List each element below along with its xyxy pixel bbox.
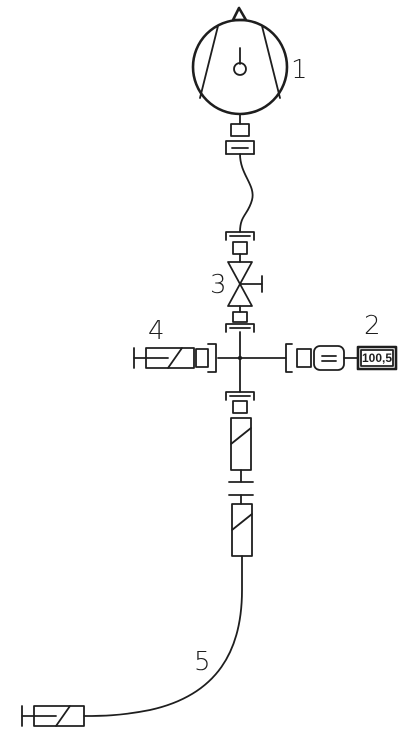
gauge-readout: 100,5 [362,351,392,365]
valve-label: 3 [210,270,227,300]
pump-coupling [225,113,255,155]
valve-symbol [225,231,263,333]
upper-hose [239,153,254,233]
hose-label: 5 [194,647,211,677]
end-fitting [21,705,85,727]
tee-junction [217,331,287,393]
pump-label: 1 [291,55,308,85]
gauge-assembly [285,343,398,373]
pump-symbol [191,6,289,116]
side-fitting [133,343,217,373]
gauge-label: 2 [364,311,381,341]
side-fitting-label: 4 [148,316,165,346]
lower-coupling [225,391,255,557]
lower-hose [83,555,243,717]
